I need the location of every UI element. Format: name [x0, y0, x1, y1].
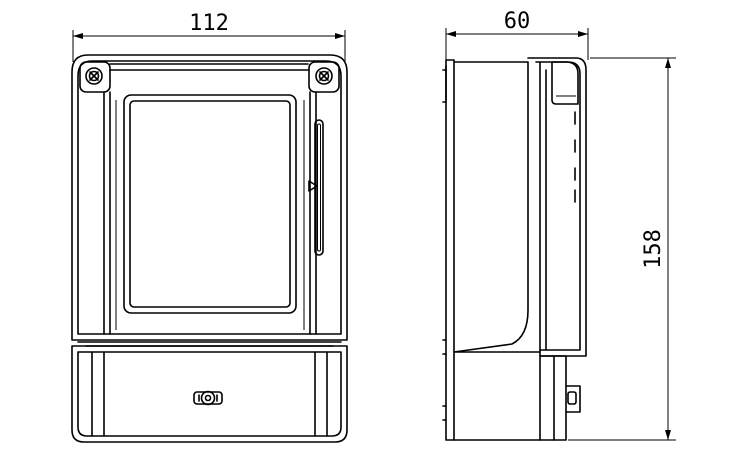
width-dimension: 112	[72, 11, 346, 62]
front-view: 112	[71, 11, 348, 443]
width-dimension-label: 112	[189, 11, 229, 36]
display-window-inner	[129, 100, 291, 308]
side-view: 60	[442, 9, 589, 441]
depth-dimension: 60	[445, 9, 589, 62]
top-right-screw	[308, 61, 340, 93]
top-left-screw	[79, 61, 111, 93]
indicator-arrow-icon	[308, 180, 318, 192]
height-dimension: 158	[568, 57, 676, 441]
seal-lock-icon	[193, 390, 223, 406]
display-window-outer	[123, 94, 297, 314]
front-housing-inner-outline	[77, 60, 342, 335]
side-body	[453, 61, 529, 353]
side-back-plate	[445, 59, 455, 441]
terminal-cover	[71, 345, 348, 443]
depth-dimension-label: 60	[504, 9, 531, 34]
side-seal-tab	[565, 385, 581, 413]
height-dimension-label: 158	[641, 229, 666, 269]
front-housing-outline	[71, 54, 348, 341]
side-terminal-cover	[453, 355, 567, 441]
side-cover-profile	[527, 57, 587, 357]
